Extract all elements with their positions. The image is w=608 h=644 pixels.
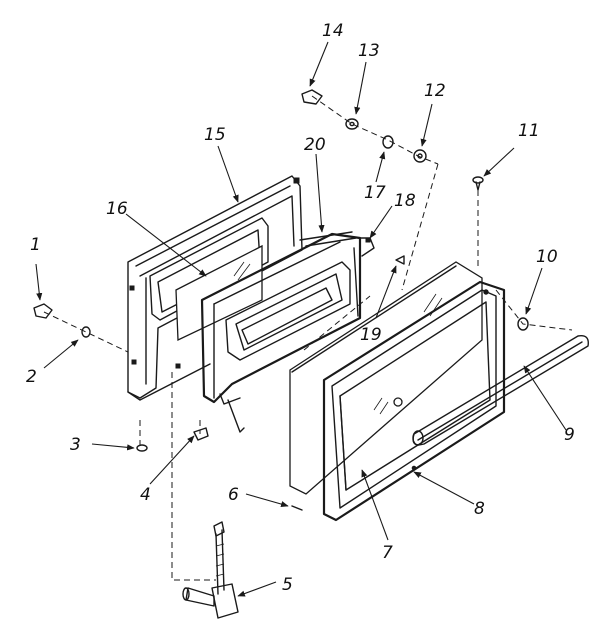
part-20-baffle xyxy=(200,231,362,433)
part-12-nut xyxy=(413,149,427,163)
callout-8: 8 xyxy=(474,499,485,519)
callout-1: 1 xyxy=(30,235,41,255)
part-4-screw xyxy=(193,427,209,441)
callout-2: 2 xyxy=(26,367,37,387)
callout-13: 13 xyxy=(358,41,380,61)
callout-9: 9 xyxy=(564,425,575,445)
assembly-lines xyxy=(43,95,573,581)
callout-labels: 1 2 3 4 5 6 7 8 9 10 11 12 13 14 15 16 1… xyxy=(26,21,575,595)
callout-4: 4 xyxy=(140,485,151,505)
leader-arrows xyxy=(35,41,567,597)
callout-5: 5 xyxy=(282,575,293,595)
part-2-washer xyxy=(81,326,91,338)
callout-17: 17 xyxy=(364,183,386,203)
callout-12: 12 xyxy=(424,81,446,101)
part-16-inner-glass xyxy=(175,244,263,342)
part-6-pin xyxy=(291,505,303,511)
callout-15: 15 xyxy=(204,125,226,145)
callout-6: 6 xyxy=(228,485,239,505)
callout-10: 10 xyxy=(536,247,558,267)
part-5-hinge xyxy=(182,521,239,619)
callout-14: 14 xyxy=(322,21,344,41)
part-15-door-liner xyxy=(127,175,303,401)
part-3-screw xyxy=(136,444,148,452)
part-17-washer xyxy=(382,135,394,149)
part-7-outer-glass xyxy=(289,261,483,495)
callout-11: 11 xyxy=(518,121,540,141)
part-18-side-trim xyxy=(353,237,375,317)
part-10-spacer xyxy=(517,317,529,331)
callout-18: 18 xyxy=(394,191,416,211)
callout-20: 20 xyxy=(304,135,326,155)
part-9-handle xyxy=(412,335,589,446)
part-8-door-frame xyxy=(322,280,506,522)
callout-7: 7 xyxy=(382,543,393,563)
part-13-washer xyxy=(345,118,359,130)
part-11-screw xyxy=(472,176,484,191)
part-14-screw xyxy=(301,89,323,105)
part-1-screw xyxy=(33,303,53,319)
callout-3: 3 xyxy=(70,435,81,455)
callout-19: 19 xyxy=(360,325,382,345)
callout-16: 16 xyxy=(106,199,128,219)
part-19-clip xyxy=(395,255,405,265)
